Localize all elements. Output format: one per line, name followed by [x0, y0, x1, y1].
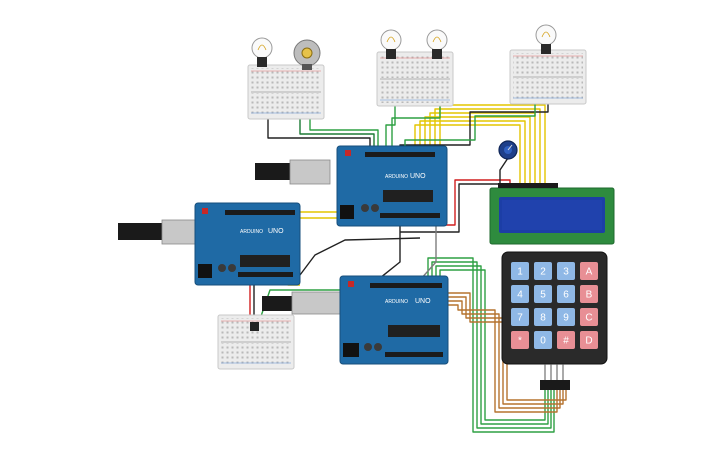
keypad-key-label: 5: [540, 290, 546, 301]
keypad-key[interactable]: [580, 308, 598, 326]
breadboard-wire[interactable]: [299, 118, 375, 150]
keypad-key[interactable]: [557, 262, 575, 280]
analog-header[interactable]: [380, 213, 440, 218]
reset-button[interactable]: [345, 150, 351, 156]
keypad-key[interactable]: [511, 308, 529, 326]
keypad-key-label: 7: [517, 313, 523, 324]
keypad-key-label: 1: [517, 267, 523, 278]
brand-label: ARDUINO: [385, 174, 408, 180]
sensor-wire[interactable]: [257, 289, 360, 326]
keypad-key-label: 0: [540, 336, 546, 347]
keypad-key-label: #: [563, 336, 569, 347]
breadboard-wire[interactable]: [391, 105, 441, 150]
temperature-sensor[interactable]: [250, 322, 259, 331]
board-label: UNO: [410, 173, 426, 180]
lcd-wire[interactable]: [419, 120, 526, 188]
keypad-key[interactable]: [534, 308, 552, 326]
brand-label: ARDUINO: [385, 299, 408, 305]
keypad-key[interactable]: [557, 331, 575, 349]
keypad-key-label: D: [585, 336, 592, 347]
keypad-key[interactable]: [557, 308, 575, 326]
breadboard-top-right: [509, 49, 587, 105]
reset-button[interactable]: [348, 281, 354, 287]
keypad-key-label: 8: [540, 313, 546, 324]
keypad-key-label: C: [585, 313, 592, 324]
arduino-uno-1[interactable]: UNO ARDUINO: [255, 145, 448, 227]
digital-header[interactable]: [225, 210, 295, 215]
digital-header[interactable]: [365, 152, 435, 157]
potentiometer-icon[interactable]: [498, 140, 518, 160]
keypad-wire[interactable]: [435, 265, 549, 425]
keypad-key[interactable]: [511, 285, 529, 303]
keypad-key[interactable]: [580, 262, 598, 280]
microcontroller-chip: [388, 325, 440, 337]
lcd-wire[interactable]: [429, 112, 536, 188]
keypad-key-label: 6: [563, 290, 569, 301]
keypad-key[interactable]: [511, 331, 529, 349]
keypad-key-label: 9: [563, 313, 569, 324]
pot-wire[interactable]: [499, 157, 509, 188]
lcd-pin-header[interactable]: [498, 183, 558, 188]
keypad-key-label: 3: [563, 267, 569, 278]
keypad-key-label: B: [586, 290, 593, 301]
keypad-keys: 1 2 3 A 4 5 6 B 7 8 9 C * 0 # D: [511, 262, 598, 349]
lcd-display[interactable]: [489, 183, 615, 245]
light-bulb-icon[interactable]: [251, 37, 273, 67]
lcd-wire[interactable]: [414, 124, 521, 188]
board-label: UNO: [268, 228, 284, 235]
microcontroller-chip: [383, 190, 433, 202]
inter-board-wire[interactable]: [379, 225, 401, 279]
keypad-key[interactable]: [557, 285, 575, 303]
inter-board-wire[interactable]: [419, 225, 437, 281]
breadboard-wire[interactable]: [309, 118, 379, 150]
keypad-key[interactable]: [580, 331, 598, 349]
light-bulb-icon[interactable]: [535, 24, 557, 54]
keypad-key[interactable]: [511, 262, 529, 280]
keypad-wire[interactable]: [436, 300, 561, 409]
breadboard-top-left: [247, 64, 325, 120]
microcontroller-chip: [240, 255, 290, 267]
breadboard-wire[interactable]: [385, 105, 396, 150]
power-jack[interactable]: [343, 343, 359, 357]
breadboard-top-middle: [376, 51, 454, 107]
keypad-key[interactable]: [534, 285, 552, 303]
keypad-wire[interactable]: [439, 269, 546, 421]
breadboard-wire[interactable]: [404, 104, 536, 150]
arduino-uno-2[interactable]: UNO ARDUINO: [118, 202, 301, 286]
lcd-wire[interactable]: [439, 104, 546, 188]
light-bulb-icon[interactable]: [380, 29, 402, 59]
lcd-wire[interactable]: [434, 108, 541, 188]
digital-header[interactable]: [370, 283, 442, 288]
keypad-key-label: 4: [517, 290, 523, 301]
reset-button[interactable]: [202, 208, 208, 214]
light-bulb-icon[interactable]: [426, 29, 448, 59]
power-jack[interactable]: [198, 264, 212, 278]
keypad-key-label: *: [518, 336, 522, 347]
analog-header[interactable]: [238, 272, 293, 277]
power-jack[interactable]: [340, 205, 354, 219]
keypad-wire[interactable]: [440, 304, 558, 413]
dc-motor-icon[interactable]: [293, 39, 321, 70]
keypad-connector[interactable]: [540, 380, 570, 390]
keypad-wire[interactable]: [427, 257, 555, 433]
keypad-key-label: A: [586, 267, 593, 278]
arduino-board: [339, 275, 449, 365]
lcd-wire[interactable]: [424, 116, 531, 188]
brand-label: ARDUINO: [240, 229, 263, 235]
analog-header[interactable]: [385, 352, 443, 357]
keypad-key[interactable]: [534, 262, 552, 280]
arduino-uno-3[interactable]: UNO ARDUINO: [262, 275, 449, 365]
keypad-key[interactable]: [534, 331, 552, 349]
board-label: UNO: [415, 298, 431, 305]
keypad-key-label: 2: [540, 267, 546, 278]
keypad[interactable]: 1 2 3 A 4 5 6 B 7 8 9 C * 0 # D: [501, 251, 608, 390]
inter-board-wire[interactable]: [299, 237, 421, 276]
breadboard-bottom: [217, 314, 295, 370]
breadboard-wire[interactable]: [267, 118, 371, 150]
keypad-key[interactable]: [580, 285, 598, 303]
breadboard-wire[interactable]: [399, 104, 549, 150]
